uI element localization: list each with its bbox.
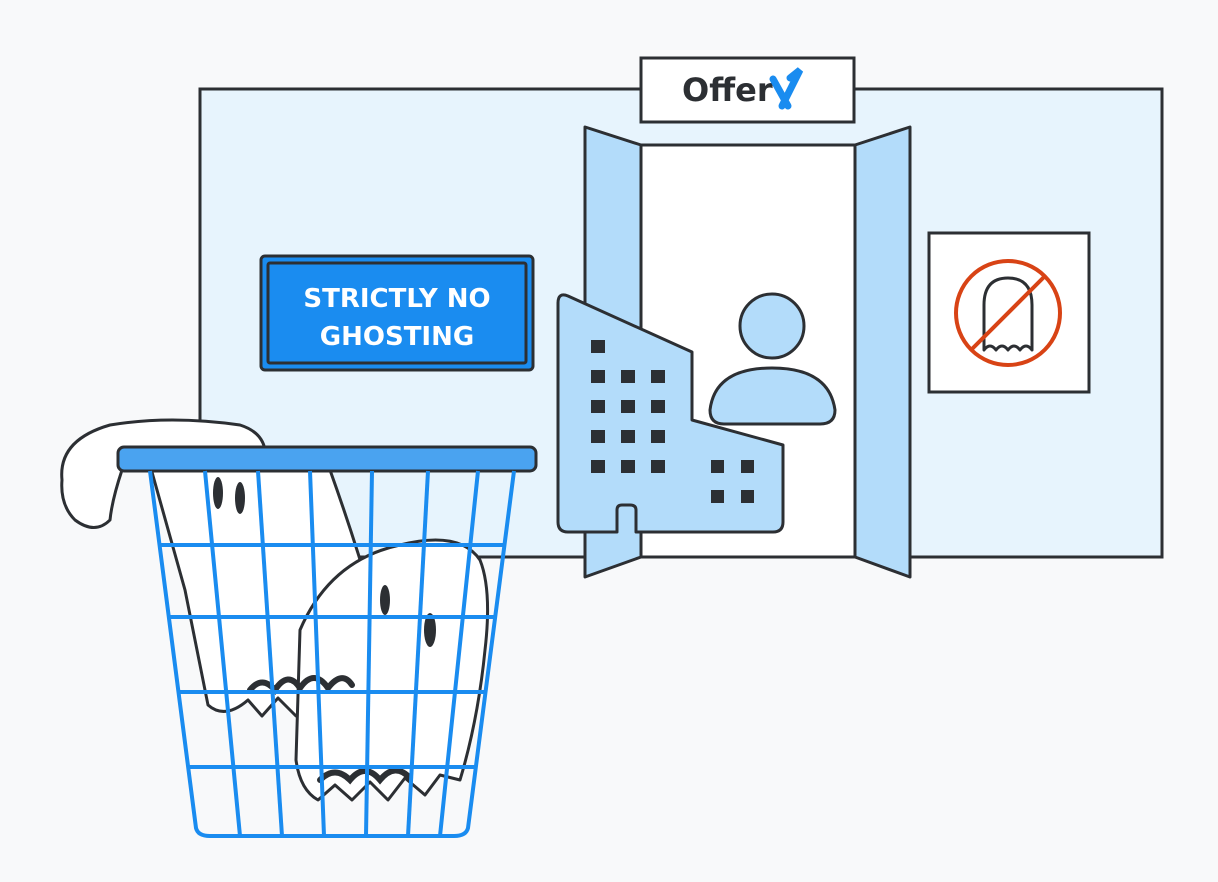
no-ghosting-sign: STRICTLY NO GHOSTING — [259, 254, 535, 372]
wastebasket-icon — [116, 445, 538, 838]
no-ghost-poster — [927, 231, 1091, 394]
sign-line-2: GHOSTING — [320, 322, 474, 352]
building-windows — [591, 340, 754, 503]
logo-x-mark — [769, 67, 804, 110]
logo-text: Offer — [682, 71, 773, 109]
no-ghost-icon — [954, 259, 1062, 367]
basket-rim — [116, 445, 538, 473]
building-icon — [556, 293, 785, 534]
sign-line-1: STRICTLY NO — [303, 284, 490, 314]
right-door-panel[interactable] — [853, 125, 912, 579]
person-icon — [708, 292, 837, 426]
offerx-logo: Offer — [639, 56, 856, 124]
